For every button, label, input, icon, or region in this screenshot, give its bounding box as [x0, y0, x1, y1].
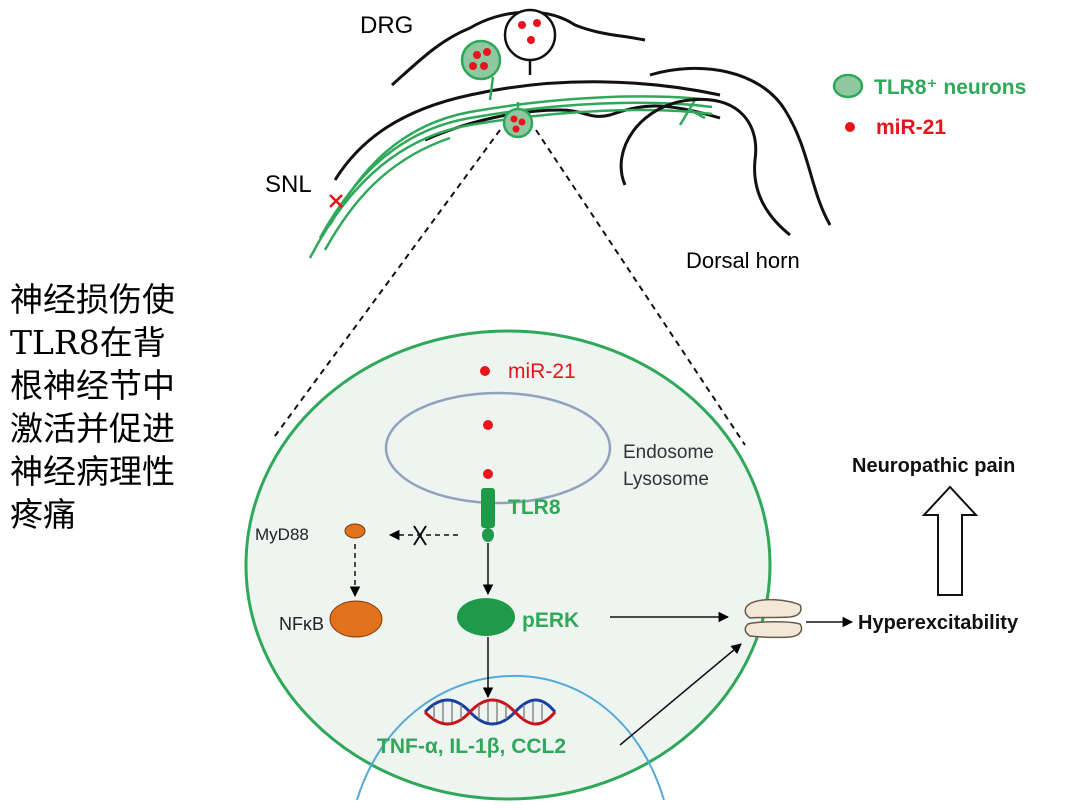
legend-mir21-swatch [845, 122, 855, 132]
legend-neuron-swatch [832, 73, 864, 99]
mir21-dot [527, 36, 535, 44]
caption-line: 神经损伤使 [10, 280, 175, 319]
chinese-caption: 神经损伤使 TLR8在背 根神经节中 激活并促进 神经病理性 疼痛 [10, 278, 200, 536]
tlr8-neuron [502, 107, 534, 139]
mir21-dot [483, 48, 491, 56]
tlr8-receptor [481, 488, 495, 528]
green-axons [308, 76, 713, 259]
mir21-dot [518, 21, 526, 29]
nucleus [356, 674, 665, 801]
mir21-dot [483, 420, 493, 430]
dorsal-horn-inner [619, 97, 791, 237]
mir21-dot [480, 366, 490, 376]
snl-label: SNL [265, 171, 312, 198]
tlr8-label: TLR8 [508, 496, 561, 519]
nfkb-label: NFκB [279, 614, 324, 634]
perk-label: pERK [522, 609, 579, 632]
drg-anatomy: DRG SNL Dorsal horn [265, 8, 832, 273]
caption-line: 疼痛 [10, 495, 76, 534]
myd88-node [344, 523, 366, 539]
caption-line: 激活并促进 [10, 409, 175, 448]
dorsal-horn-label: Dorsal horn [686, 248, 800, 273]
injury-cross-icon [329, 194, 343, 208]
mir21-dot [480, 62, 488, 70]
mir21-dot [473, 51, 481, 59]
mir21-dot [518, 118, 526, 126]
caption-line: 根神经节中 [10, 366, 175, 405]
perk-node [457, 598, 515, 636]
tlr8-negative-neuron [503, 8, 557, 62]
nerve-upper-outline [333, 80, 721, 181]
dna-icon [423, 698, 557, 726]
mir21-dot [510, 115, 518, 123]
endosome-label: Endosome [623, 442, 714, 463]
cell-membrane [244, 329, 772, 801]
tlr8-receptor-base [482, 528, 494, 542]
legend: TLR8⁺ neurons miR-21 [832, 73, 1026, 139]
dorsal-horn-outer [649, 66, 832, 226]
cell-mir21-label: miR-21 [508, 360, 576, 383]
lysosome-label: Lysosome [623, 469, 709, 490]
legend-tlr8-neurons: TLR8⁺ neurons [874, 76, 1026, 99]
mir21-dot [469, 62, 477, 70]
legend-mir21: miR-21 [876, 116, 946, 139]
hyperexcitability-to-pain-arrow [921, 485, 979, 596]
cytokines-to-channel-arrow [619, 643, 742, 746]
tlr8-neuron [460, 39, 502, 81]
neuron-cell: Endosome Lysosome miR-21 TLR8 MyD88 NFκB… [244, 329, 772, 801]
nerve-lower-outline [424, 104, 721, 142]
ion-channel-icon [744, 598, 803, 639]
neuropathic-pain-label: Neuropathic pain [852, 455, 1015, 477]
cytokines-label: TNF-α, IL-1β, CCL2 [377, 735, 566, 758]
myd88-label: MyD88 [255, 525, 309, 544]
caption-line: TLR8在背 [10, 323, 166, 362]
hyperexcitability-label: Hyperexcitability [858, 612, 1019, 634]
x-mark-icon [413, 525, 427, 546]
mir21-dot [512, 125, 520, 133]
nfkb-node [329, 600, 383, 638]
drg-label: DRG [360, 12, 413, 39]
mir21-dot [483, 469, 493, 479]
caption-line: 神经病理性 [10, 452, 175, 491]
zoom-lines [271, 129, 746, 446]
mir21-dot [533, 19, 541, 27]
endosome [384, 391, 612, 505]
